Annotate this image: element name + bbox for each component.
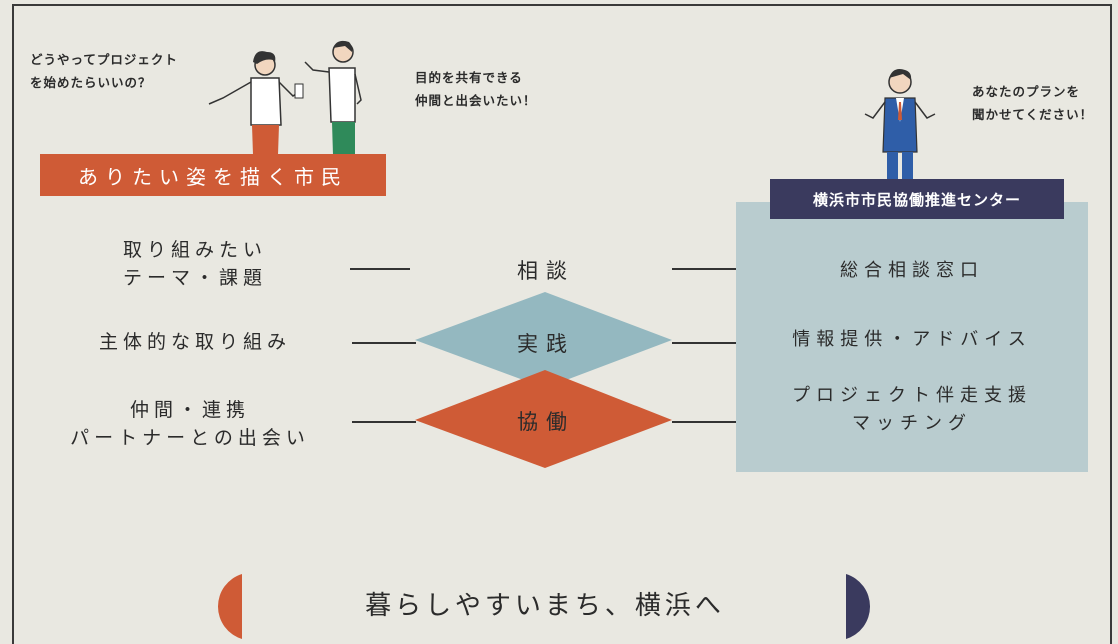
man-figure-icon xyxy=(304,40,362,155)
citizen-bubble-left: どうやってプロジェクト を始めたらいいの？ xyxy=(30,48,178,94)
bubble-line: どうやってプロジェクト xyxy=(30,52,178,67)
navy-half-circle xyxy=(846,574,871,639)
citizen-banner: ありたい姿を描く市民 xyxy=(40,154,386,196)
woman-figure-icon xyxy=(208,51,304,155)
staff-figure-icon xyxy=(864,69,936,182)
bubble-line: 目的を共有できる xyxy=(415,70,523,85)
right-item-line: プロジェクト伴走支援 xyxy=(792,385,1032,406)
citizens-illustration xyxy=(208,40,362,155)
right-item-advice: 情報提供・アドバイス xyxy=(736,326,1088,354)
left-item-partners: 仲間・連携 パートナーとの出会い xyxy=(25,396,355,452)
left-item-line: 主体的な取り組み xyxy=(98,331,291,353)
orange-half-circle xyxy=(217,574,242,639)
connector-line xyxy=(350,268,410,270)
staff-illustration xyxy=(864,69,936,182)
bubble-line: あなたのプランを xyxy=(972,84,1081,99)
connector-line xyxy=(672,342,736,344)
connector-line xyxy=(352,421,416,423)
left-item-initiative: 主体的な取り組み xyxy=(30,328,360,356)
right-item-line: 情報提供・アドバイス xyxy=(792,329,1032,350)
collaboration-diamond xyxy=(415,370,672,468)
staff-bubble: あなたのプランを 聞かせてください！ xyxy=(972,80,1093,126)
bubble-line: 仲間と出会いたい！ xyxy=(415,93,537,108)
diamond-shapes xyxy=(415,292,672,468)
right-item-project-support: プロジェクト伴走支援 マッチング xyxy=(736,382,1088,438)
connector-line xyxy=(672,268,736,270)
left-item-line: テーマ・課題 xyxy=(122,267,267,289)
right-item-line: マッチング xyxy=(852,413,972,434)
goal-half-circles xyxy=(217,574,871,639)
left-item-line: パートナーとの出会い xyxy=(70,427,310,449)
center-title: 横浜市市民協働推進センター xyxy=(770,179,1064,219)
diagram-frame xyxy=(12,4,1112,644)
practice-diamond xyxy=(415,292,672,388)
citizen-bubble-right: 目的を共有できる 仲間と出会いたい！ xyxy=(415,66,537,112)
center-panel xyxy=(736,202,1088,472)
left-item-line: 仲間・連携 xyxy=(129,399,250,421)
middle-label-consult: 相談 xyxy=(517,259,575,283)
left-item-theme: 取り組みたい テーマ・課題 xyxy=(30,236,360,292)
left-item-line: 取り組みたい xyxy=(122,239,267,261)
right-item-line: 総合相談窓口 xyxy=(840,260,984,281)
bubble-line: を始めたらいいの？ xyxy=(30,75,152,90)
bubble-line: 聞かせてください！ xyxy=(972,107,1094,122)
connector-line xyxy=(672,421,736,423)
right-item-consult-desk: 総合相談窓口 xyxy=(736,257,1088,285)
middle-label-practice: 実践 xyxy=(517,332,575,356)
goal-slogan: 暮らしやすいまち、横浜へ xyxy=(365,591,725,621)
middle-label-collaboration: 協働 xyxy=(517,410,575,434)
connector-line xyxy=(352,342,416,344)
